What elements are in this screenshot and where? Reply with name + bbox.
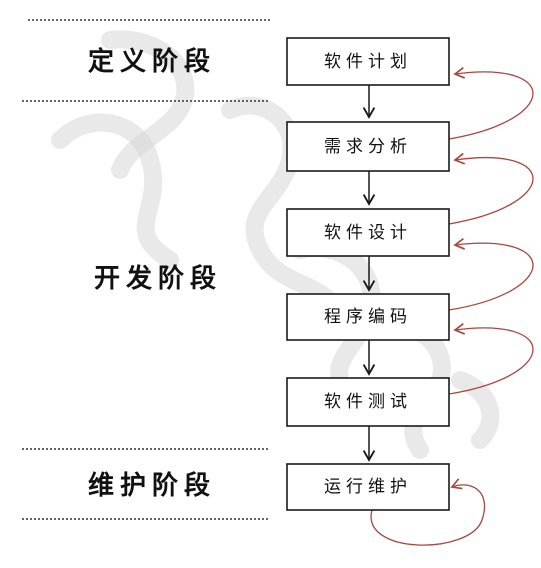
step-label: 需求分析 bbox=[324, 137, 412, 157]
step-box-maintenance: 运行维护 bbox=[286, 463, 450, 511]
step-label: 运行维护 bbox=[324, 477, 412, 497]
step-label: 软件计划 bbox=[324, 52, 412, 72]
phase-label-develop: 开发阶段 bbox=[94, 263, 222, 294]
step-box-requirements: 需求分析 bbox=[286, 121, 450, 172]
feedback-loop-5 bbox=[370, 478, 485, 546]
feedback-loop-3 bbox=[448, 238, 534, 311]
step-box-coding: 程序编码 bbox=[286, 293, 450, 341]
step-box-testing: 软件测试 bbox=[286, 377, 450, 427]
phase-label-maintain: 维护阶段 bbox=[88, 470, 216, 501]
feedback-loop-2 bbox=[448, 152, 534, 225]
phase-label-define: 定义阶段 bbox=[88, 46, 216, 77]
step-label: 程序编码 bbox=[324, 307, 412, 327]
feedback-loop-4 bbox=[448, 322, 534, 395]
step-label: 软件测试 bbox=[324, 392, 412, 412]
step-label: 软件设计 bbox=[324, 223, 412, 243]
step-box-design: 软件设计 bbox=[286, 208, 450, 257]
feedback-loop-1 bbox=[448, 66, 534, 140]
step-box-plan: 软件计划 bbox=[286, 37, 450, 86]
